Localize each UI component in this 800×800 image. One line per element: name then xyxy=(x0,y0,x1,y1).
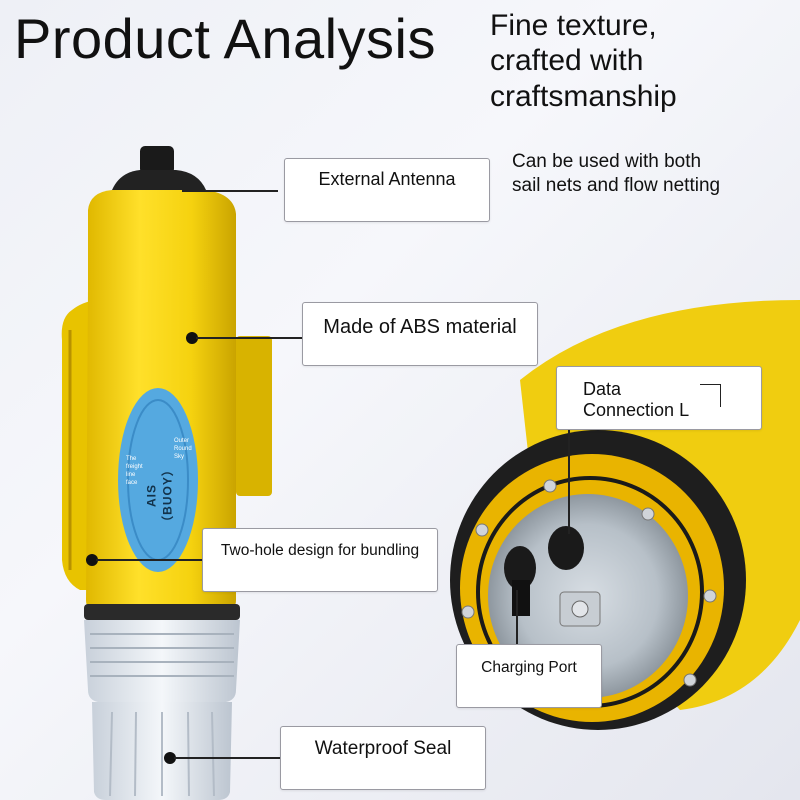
callout-waterproof-seal: Waterproof Seal xyxy=(280,726,486,790)
abs-dot xyxy=(186,332,198,344)
two-hole-leader-line xyxy=(96,559,202,561)
waterproof-leader-line xyxy=(174,757,280,759)
callout-external-antenna: External Antenna xyxy=(284,158,490,222)
callout-charging-port: Charging Port xyxy=(456,644,602,708)
callout-abs-material: Made of ABS material xyxy=(302,302,538,366)
screws xyxy=(461,479,717,687)
antenna-leader-line xyxy=(182,190,278,192)
data-connection-bracket-icon xyxy=(700,384,721,407)
waterproof-dot xyxy=(164,752,176,764)
usage-note: Can be used with both sail nets and flow… xyxy=(512,151,721,196)
upper-body xyxy=(88,190,236,300)
device-label-note-left: The freight line face xyxy=(126,456,143,486)
device-label-brand: AIS（BUOY） xyxy=(144,463,175,528)
seal-ring xyxy=(84,604,240,620)
buoy-device-left xyxy=(61,146,272,800)
charging-port-plug xyxy=(504,546,536,590)
antenna-cap xyxy=(140,146,174,174)
callout-data-connection: Data Connection L xyxy=(556,366,762,430)
charging-port-leader-line xyxy=(516,590,518,644)
abs-leader-line xyxy=(196,337,302,339)
callout-two-hole-design: Two-hole design for bundling xyxy=(202,528,438,592)
two-hole-dot xyxy=(86,554,98,566)
page-title: Product Analysis xyxy=(14,7,436,70)
tagline: Fine texture, crafted with craftsmanship xyxy=(490,9,677,113)
blue-label xyxy=(118,388,198,572)
side-clip xyxy=(236,336,272,496)
antenna-base xyxy=(112,170,206,190)
data-connector-plug xyxy=(548,526,584,570)
device-label-note-right: Outer Round Sky xyxy=(174,438,192,460)
data-connection-leader-line xyxy=(568,430,570,534)
